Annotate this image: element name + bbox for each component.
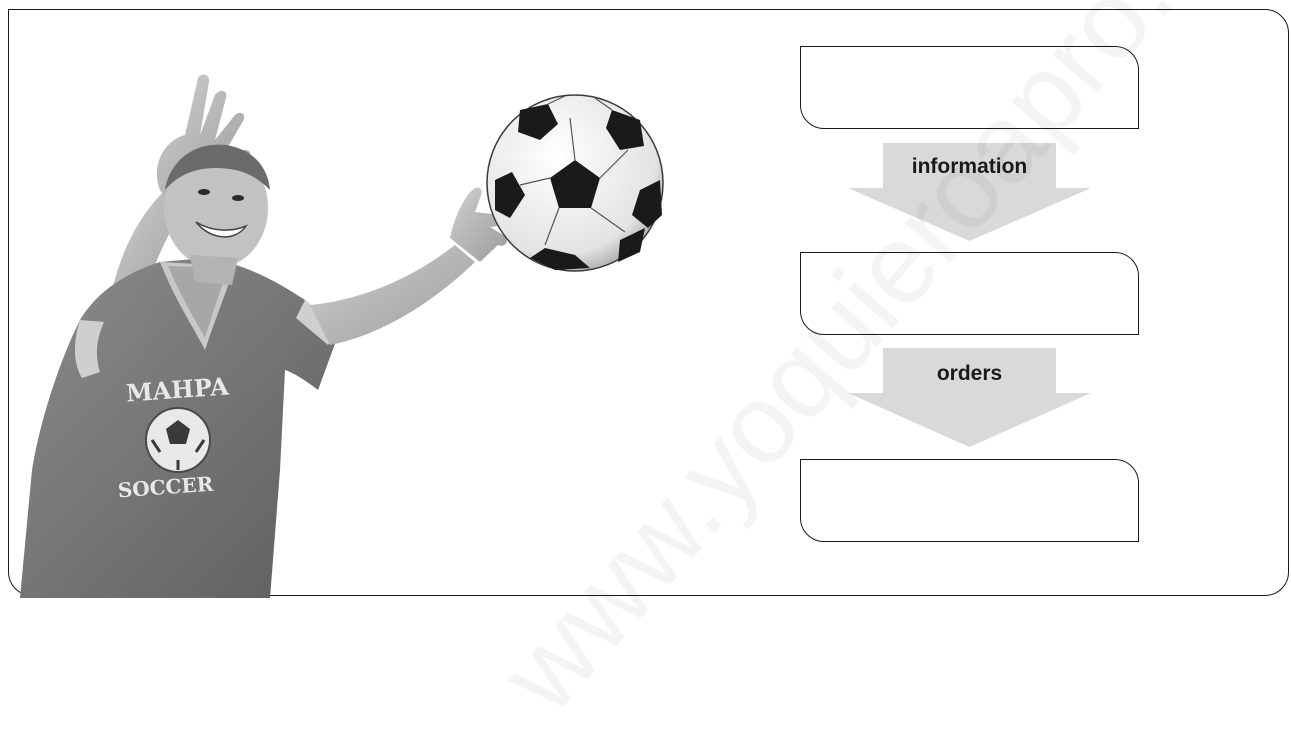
flow-box-2	[800, 252, 1139, 335]
soccer-ball-icon	[487, 95, 663, 271]
arrow-label-orders: orders	[848, 362, 1091, 386]
flow-box-1	[800, 46, 1139, 129]
arrow-label-information: information	[848, 155, 1091, 179]
girl-catching-ball-photo: MAHPA SOCCER	[0, 0, 680, 598]
arrow-orders: orders	[848, 348, 1091, 447]
arrow-information: information	[848, 143, 1091, 241]
flow-box-3	[800, 459, 1139, 542]
reaching-arm	[310, 187, 507, 345]
